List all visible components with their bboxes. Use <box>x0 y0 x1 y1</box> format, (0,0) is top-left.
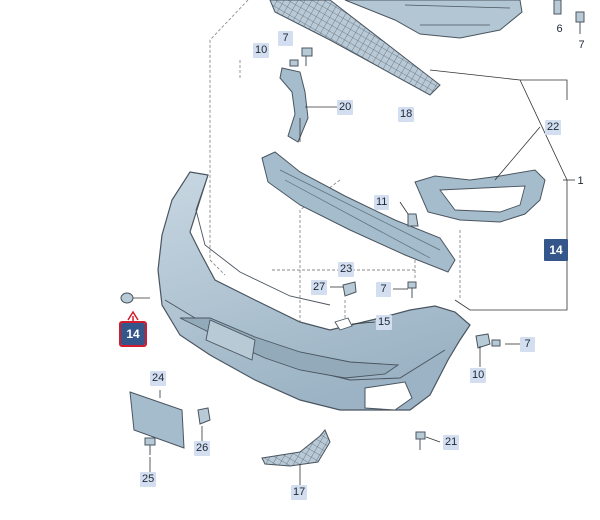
callout-24[interactable]: 24 <box>150 371 167 386</box>
callout-14-right[interactable]: 14 <box>544 239 568 261</box>
callout-7-top[interactable]: 7 <box>278 31 293 46</box>
hole-cap <box>120 292 134 304</box>
callout-7-right[interactable]: 7 <box>520 337 535 352</box>
callout-27[interactable]: 27 <box>311 280 328 295</box>
callout-14-left[interactable]: 14 <box>119 321 147 347</box>
callout-26[interactable]: 26 <box>194 441 211 456</box>
callout-18[interactable]: 18 <box>398 107 415 122</box>
plate-recess <box>205 319 256 361</box>
upper-grille <box>269 0 441 96</box>
tow-hook-cover <box>334 317 353 331</box>
callout-6[interactable]: 6 <box>556 23 563 35</box>
licence-plate-holder <box>129 391 185 449</box>
grille-frame-top <box>344 0 523 39</box>
callout-23[interactable]: 23 <box>338 262 355 277</box>
callout-10-top[interactable]: 10 <box>253 43 270 58</box>
callout-20[interactable]: 20 <box>337 100 354 115</box>
side-bracket <box>279 67 309 143</box>
impact-absorber <box>261 151 456 273</box>
callout-15[interactable]: 15 <box>376 315 393 330</box>
callout-17[interactable]: 17 <box>291 485 308 500</box>
callout-1[interactable]: 1 <box>577 175 584 187</box>
lower-grille-insert <box>261 429 331 467</box>
callout-7-mid[interactable]: 7 <box>376 282 391 297</box>
callout-25[interactable]: 25 <box>140 472 157 487</box>
callout-11[interactable]: 11 <box>374 195 390 210</box>
callout-21[interactable]: 21 <box>443 435 460 450</box>
callout-10-right[interactable]: 10 <box>470 368 487 383</box>
callout-7-top-right[interactable]: 7 <box>578 39 585 51</box>
leader-lines <box>133 69 575 485</box>
callout-22[interactable]: 22 <box>545 120 562 135</box>
fasteners <box>144 0 585 455</box>
